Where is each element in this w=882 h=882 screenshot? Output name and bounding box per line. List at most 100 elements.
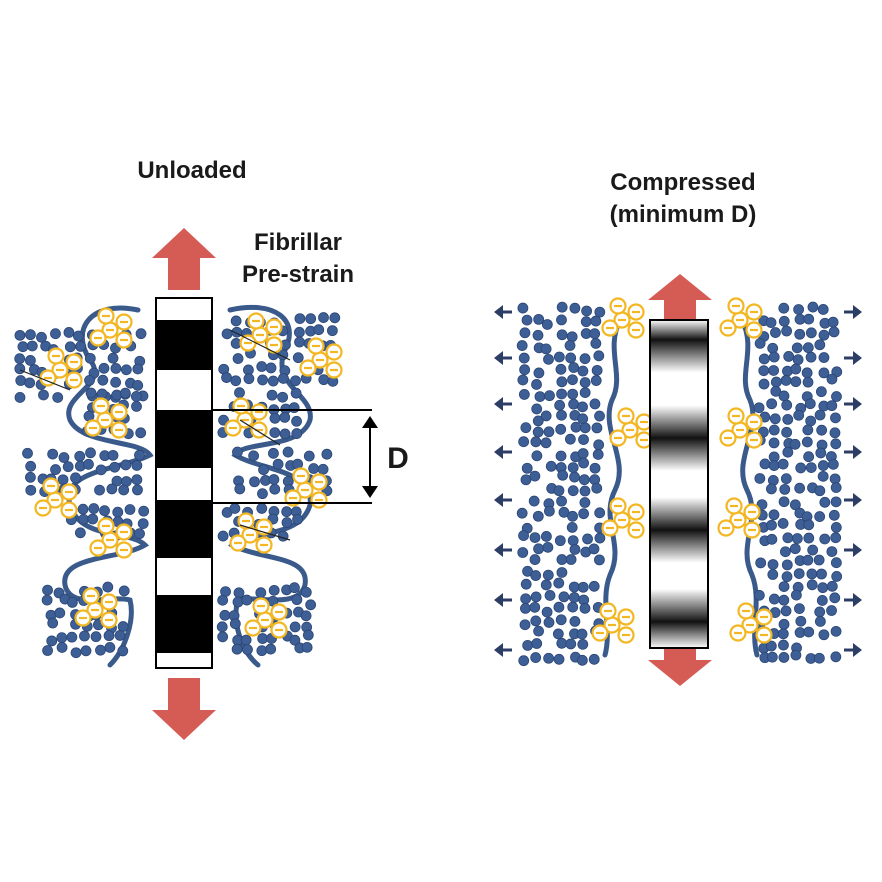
- negative-charge-icon: [591, 624, 609, 642]
- proteoglycan-bead: [530, 436, 542, 448]
- proteoglycan-bead: [790, 589, 802, 601]
- proteoglycan-bead: [292, 514, 303, 525]
- proteoglycan-bead: [290, 375, 301, 387]
- proteoglycan-bead: [301, 641, 313, 653]
- proteoglycan-bead: [521, 462, 533, 474]
- proteoglycan-bead: [230, 315, 242, 327]
- proteoglycan-bead: [567, 535, 579, 547]
- proteoglycan-bead: [272, 458, 284, 470]
- proteoglycan-bead: [556, 637, 568, 649]
- proteoglycan-bead: [242, 644, 253, 655]
- negative-charge-icon: [617, 626, 635, 644]
- small-arrow-icon: [494, 593, 512, 607]
- proteoglycan-bead: [827, 316, 839, 328]
- proteoglycan-bead: [593, 350, 605, 362]
- negative-charge-icon: [737, 602, 755, 620]
- proteoglycan-bead: [530, 615, 542, 627]
- negative-charge-icon: [97, 517, 115, 535]
- proteoglycan-bead: [777, 518, 789, 529]
- proteoglycan-bead: [533, 313, 545, 325]
- proteoglycan-bead: [541, 319, 553, 330]
- proteoglycan-bead: [119, 387, 131, 399]
- negative-charge-icon: [115, 523, 133, 541]
- proteoglycan-bead: [74, 527, 86, 539]
- proteoglycan-bead: [819, 496, 831, 508]
- proteoglycan-bead: [531, 638, 543, 649]
- proteoglycan-bead: [768, 509, 780, 521]
- proteoglycan-bead: [517, 547, 529, 558]
- proteoglycan-bead: [793, 568, 805, 580]
- proteoglycan-bead: [313, 324, 325, 336]
- proteoglycan-bead: [106, 483, 118, 495]
- negative-charge-icon: [39, 369, 57, 387]
- proteoglycan-bead: [84, 352, 96, 364]
- proteoglycan-bead: [217, 631, 229, 643]
- proteoglycan-bead: [326, 325, 338, 337]
- proteoglycan-bead: [269, 483, 281, 495]
- proteoglycan-bead: [753, 402, 765, 414]
- proteoglycan-bead: [107, 449, 119, 461]
- proteoglycan-bead: [544, 590, 556, 601]
- proteoglycan-bead: [802, 424, 814, 436]
- proteoglycan-bead: [577, 581, 589, 593]
- negative-charge-icon: [717, 519, 735, 537]
- negative-charge-icon: [89, 539, 107, 557]
- proteoglycan-bead: [783, 351, 795, 362]
- negative-charge-icon: [97, 307, 115, 325]
- negative-charge-icon: [65, 353, 83, 371]
- proteoglycan-bead: [17, 341, 29, 353]
- proteoglycan-bead: [793, 409, 805, 421]
- proteoglycan-bead: [58, 452, 70, 463]
- proteoglycan-bead: [305, 313, 317, 325]
- proteoglycan-bead: [552, 628, 564, 640]
- proteoglycan-bead: [292, 352, 304, 364]
- negative-charge-icon: [265, 336, 283, 354]
- proteoglycan-bead: [579, 602, 591, 614]
- proteoglycan-bead: [802, 376, 814, 388]
- collagen-fibril: [155, 297, 213, 669]
- negative-charge-icon: [617, 407, 635, 425]
- proteoglycan-bead: [568, 362, 580, 373]
- proteoglycan-bead: [255, 587, 267, 599]
- proteoglycan-bead: [74, 450, 86, 462]
- proteoglycan-bead: [579, 387, 591, 398]
- proteoglycan-bead: [266, 389, 278, 401]
- proteoglycan-bead: [567, 388, 579, 400]
- proteoglycan-bead: [814, 485, 826, 497]
- proteoglycan-bead: [38, 389, 49, 401]
- proteoglycan-bead: [532, 510, 544, 522]
- d-label: D: [387, 442, 409, 475]
- proteoglycan-bead: [826, 373, 838, 385]
- proteoglycan-bead: [14, 353, 26, 365]
- negative-charge-icon: [609, 497, 627, 515]
- proteoglycan-bead: [826, 546, 838, 558]
- proteoglycan-bead: [765, 317, 777, 328]
- proteoglycan-bead: [25, 484, 37, 496]
- proteoglycan-bead: [769, 413, 781, 425]
- proteoglycan-bead: [321, 448, 333, 460]
- proteoglycan-bead: [556, 388, 567, 400]
- negative-charge-icon: [250, 403, 268, 421]
- block-arrow-icon: [152, 678, 216, 740]
- proteoglycan-bead: [518, 530, 529, 541]
- proteoglycan-bead: [256, 645, 268, 657]
- negative-charge-icon: [325, 361, 343, 379]
- negative-charge-icon: [725, 497, 743, 515]
- proteoglycan-bead: [520, 603, 531, 614]
- proteoglycan-bead: [556, 554, 568, 565]
- proteoglycan-bead: [88, 503, 100, 514]
- proteoglycan-bead: [279, 428, 291, 440]
- proteoglycan-bead: [279, 411, 291, 423]
- proteoglycan-bead: [804, 398, 816, 410]
- proteoglycan-bead: [265, 362, 277, 374]
- proteoglycan-bead: [807, 544, 819, 556]
- proteoglycan-bead: [789, 543, 801, 555]
- minimum-d-label: (minimum D): [610, 201, 757, 228]
- negative-charge-icon: [60, 501, 78, 519]
- negative-charge-icon: [232, 397, 250, 415]
- proteoglycan-bead: [282, 446, 294, 458]
- negative-charge-icon: [617, 608, 635, 626]
- proteoglycan-bead: [217, 530, 229, 542]
- proteoglycan-bead: [781, 325, 793, 337]
- proteoglycan-bead: [778, 496, 790, 508]
